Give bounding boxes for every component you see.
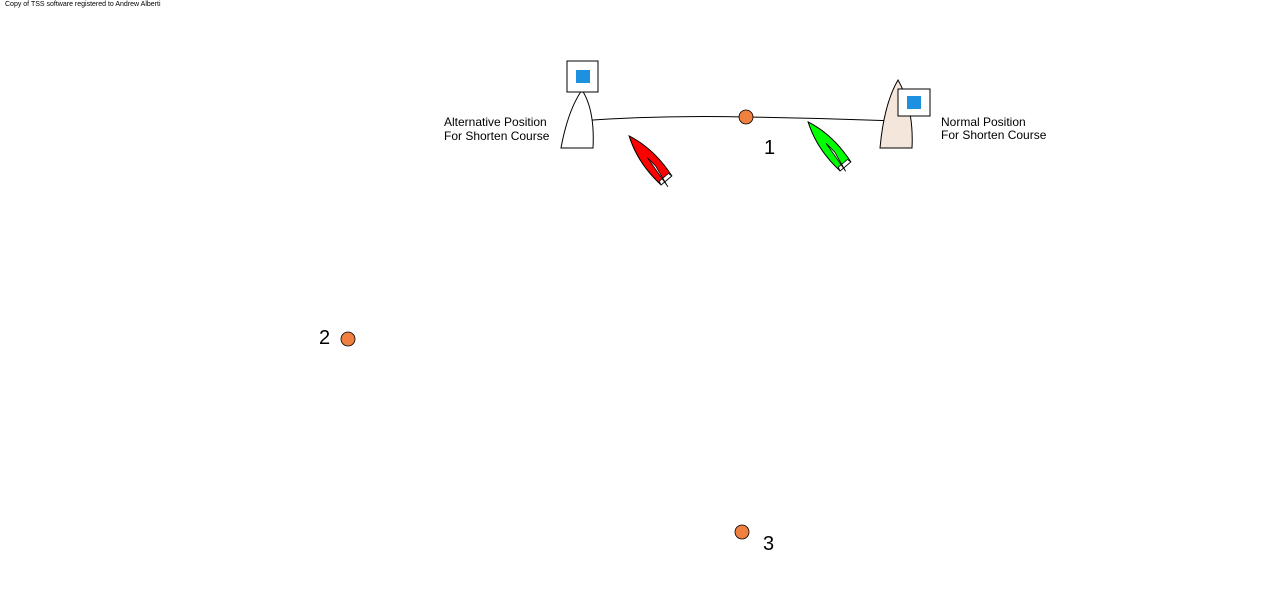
boat-stern (837, 158, 852, 172)
mark-2[interactable]: 2 (319, 327, 356, 349)
committee-label-line1: Alternative Position (444, 115, 547, 129)
mark-1[interactable]: 1 (738, 109, 775, 159)
mark-buoy (738, 109, 754, 125)
green-boat[interactable] (802, 117, 854, 175)
mark-buoy (734, 524, 750, 540)
boat-stern (658, 172, 673, 186)
boat-sail (825, 143, 847, 172)
copyright-notice: Copy of TSS software registered to Andre… (5, 1, 161, 8)
mark-3[interactable]: 3 (734, 524, 774, 555)
boat-sail (646, 157, 669, 188)
committee-boat-alternative[interactable]: Alternative Position For Shorten Course (444, 60, 599, 149)
finish-line (576, 116, 896, 122)
mark-label: 3 (763, 533, 774, 555)
mark-label: 1 (764, 137, 775, 159)
mark-label: 2 (319, 327, 330, 349)
shorten-course-flag-icon (907, 96, 921, 109)
committee-label-line1: Normal Position (941, 115, 1026, 129)
committee-boat-normal[interactable]: Normal Position For Shorten Course (879, 78, 1047, 149)
red-boat[interactable] (623, 131, 676, 190)
committee-boat-hull (560, 89, 594, 149)
mark-buoy (340, 331, 356, 347)
shorten-course-flag-icon (576, 70, 590, 83)
committee-label-line2: For Shorten Course (941, 128, 1047, 142)
committee-label-line2: For Shorten Course (444, 129, 550, 143)
